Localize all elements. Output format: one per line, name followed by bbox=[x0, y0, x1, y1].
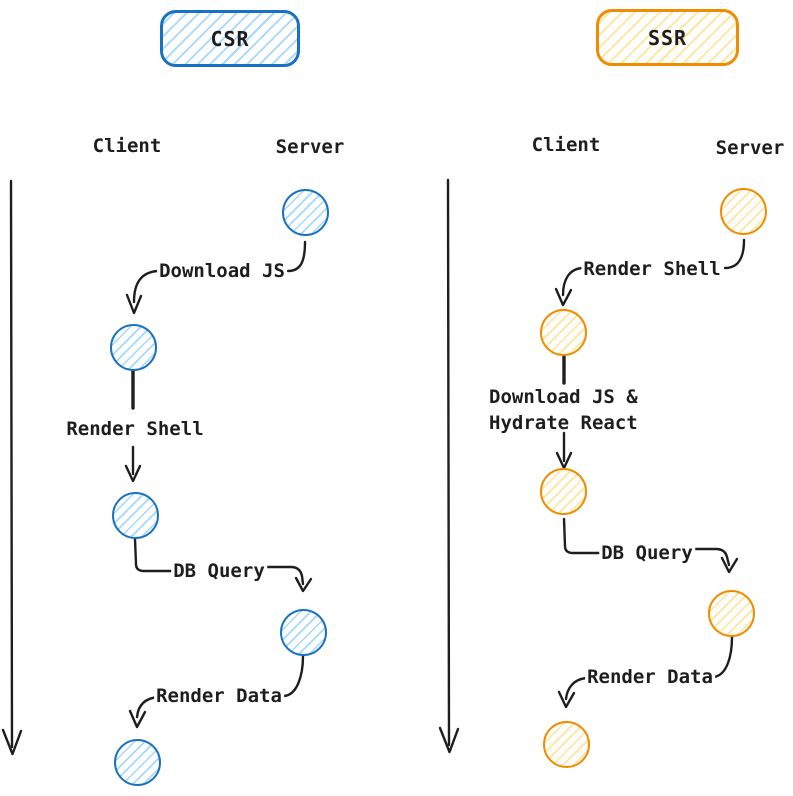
ssr-render-shell-label: Render Shell bbox=[581, 258, 723, 280]
ssr-client-node-1 bbox=[540, 309, 587, 356]
csr-render-shell-label: Render Shell bbox=[64, 418, 206, 440]
csr-db-query-label: DB Query bbox=[171, 560, 267, 582]
csr-db-query-wire-in bbox=[133, 537, 174, 573]
ssr-render-data-wire-in bbox=[712, 635, 734, 679]
ssr-db-query-wire-out bbox=[692, 547, 731, 567]
ssr-server-node-1 bbox=[720, 188, 767, 235]
ssr-client-column-label: Client bbox=[531, 134, 601, 156]
ssr-hydrate-arrowhead bbox=[555, 451, 573, 470]
csr-server-node-1 bbox=[282, 189, 329, 236]
csr-download-js-wire-out bbox=[132, 269, 160, 304]
ssr-download-hydrate-label: Download JS & Hydrate React bbox=[489, 384, 638, 436]
csr-client-node-2 bbox=[112, 492, 159, 539]
ssr-render-data-label: Render Data bbox=[585, 666, 715, 688]
csr-title: CSR bbox=[210, 26, 250, 51]
csr-db-query-wire-out bbox=[264, 565, 305, 586]
csr-download-js-wire-in bbox=[286, 240, 307, 273]
csr-server-column-label: Server bbox=[275, 136, 345, 158]
csr-render-data-label: Render Data bbox=[154, 685, 284, 707]
ssr-title: SSR bbox=[647, 25, 688, 50]
csr-server-node-2 bbox=[280, 609, 327, 656]
csr-render-data-arrowhead bbox=[128, 709, 147, 729]
csr-client-node-1 bbox=[110, 324, 157, 371]
csr-download-js-label: Download JS bbox=[157, 260, 287, 282]
csr-download-js-arrowhead bbox=[125, 293, 143, 315]
csr-title-box: CSR bbox=[160, 10, 300, 67]
csr-db-query-arrowhead bbox=[294, 576, 313, 593]
ssr-download-hydrate-line2: Hydrate React bbox=[489, 412, 638, 434]
csr-client-column-label: Client bbox=[92, 135, 162, 157]
ssr-render-shell-wire-in bbox=[723, 238, 746, 270]
ssr-render-data-wire-out bbox=[564, 676, 589, 701]
ssr-render-data-arrowhead bbox=[557, 690, 576, 709]
timeline-arrow-csr bbox=[9, 179, 14, 749]
ssr-download-hydrate-line1: Download JS & bbox=[489, 386, 638, 408]
ssr-client-node-2 bbox=[540, 468, 587, 515]
ssr-server-column-label: Server bbox=[715, 137, 785, 159]
ssr-db-query-wire-in bbox=[562, 517, 601, 555]
csr-client-node-3 bbox=[114, 739, 161, 786]
csr-render-shell-arrowhead bbox=[124, 464, 142, 483]
ssr-db-query-arrowhead bbox=[720, 556, 739, 574]
timeline-arrow-ssr bbox=[446, 178, 451, 747]
ssr-title-box: SSR bbox=[596, 9, 739, 66]
ssr-server-node-2 bbox=[708, 590, 755, 637]
ssr-db-query-label: DB Query bbox=[599, 542, 695, 564]
ssr-client-node-3 bbox=[543, 721, 590, 768]
timeline-arrowhead-ssr bbox=[438, 726, 460, 754]
ssr-render-shell-arrowhead bbox=[554, 287, 573, 307]
timeline-arrowhead-csr bbox=[1, 728, 23, 756]
csr-render-data-wire-in bbox=[282, 654, 305, 698]
